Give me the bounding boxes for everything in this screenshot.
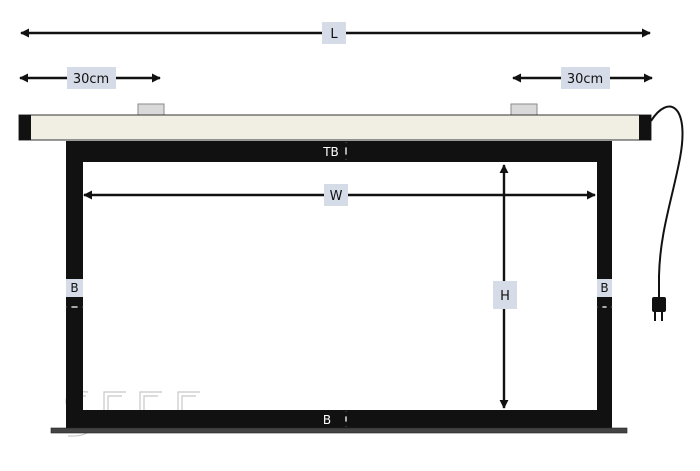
housing-end-cap-left <box>19 115 31 140</box>
height-label: H <box>500 289 510 304</box>
offset-left-label: 30cm <box>73 72 109 87</box>
offset-right-label: 30cm <box>567 72 603 87</box>
mount-bracket-left <box>137 103 165 116</box>
border-left-label: B <box>70 281 78 295</box>
height-label-bg <box>493 281 517 309</box>
offset-right-label-bg <box>561 67 610 89</box>
top-border-label: TB <box>322 145 339 159</box>
screen-housing <box>18 114 652 141</box>
bottom-bar <box>50 427 628 434</box>
width-label: W <box>330 189 343 204</box>
offset-left-label-bg <box>67 67 116 89</box>
length-label-bg <box>322 22 346 44</box>
border-right-label-bg <box>597 279 612 297</box>
border-right-label: B <box>600 281 608 295</box>
length-label: L <box>330 27 338 42</box>
width-label-bg <box>324 184 348 206</box>
power-cable <box>650 105 684 298</box>
mount-bracket-right <box>510 103 538 116</box>
power-plug-icon <box>652 297 666 321</box>
border-left-label-bg <box>66 279 83 297</box>
bottom-border-label: B <box>323 413 331 427</box>
housing-end-cap-right <box>639 115 651 140</box>
